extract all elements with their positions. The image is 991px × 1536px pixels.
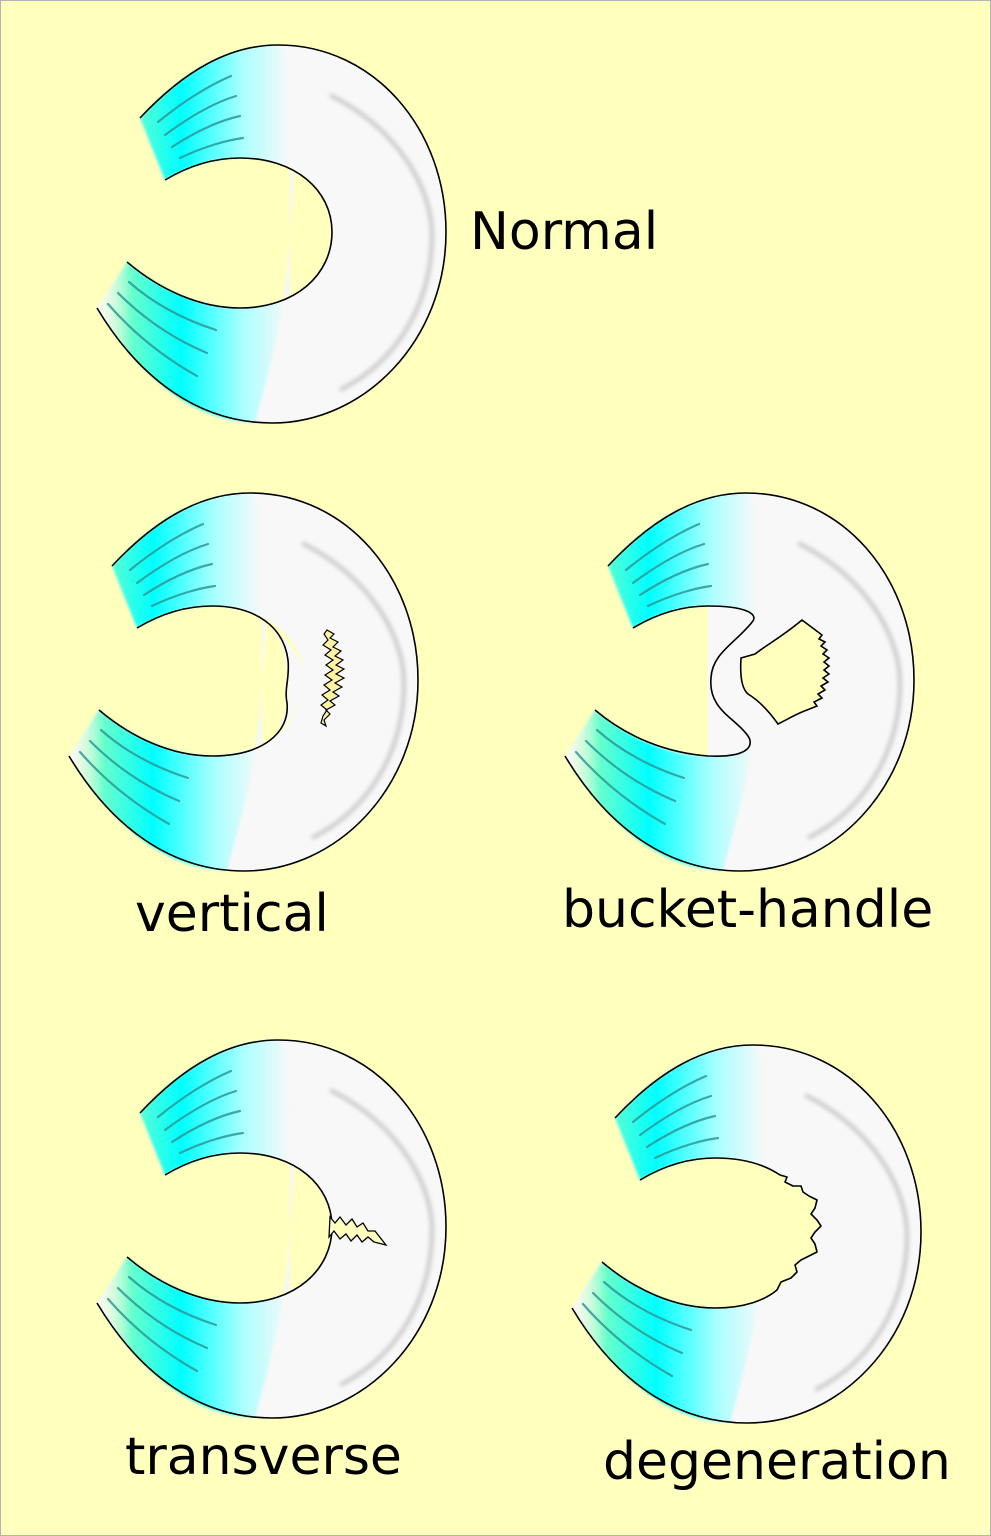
meniscus-degeneration — [572, 1045, 921, 1423]
label-degeneration: degeneration — [603, 1432, 951, 1492]
label-transverse: transverse — [125, 1427, 402, 1487]
meniscus-transverse-tear — [97, 1040, 446, 1418]
label-normal: Normal — [470, 202, 659, 262]
meniscus-bucket-handle-tear — [565, 493, 914, 871]
meniscus-vertical-tear — [69, 493, 418, 871]
label-bucket-handle: bucket-handle — [562, 880, 934, 940]
meniscus-normal — [97, 45, 446, 423]
label-vertical: vertical — [135, 884, 329, 944]
